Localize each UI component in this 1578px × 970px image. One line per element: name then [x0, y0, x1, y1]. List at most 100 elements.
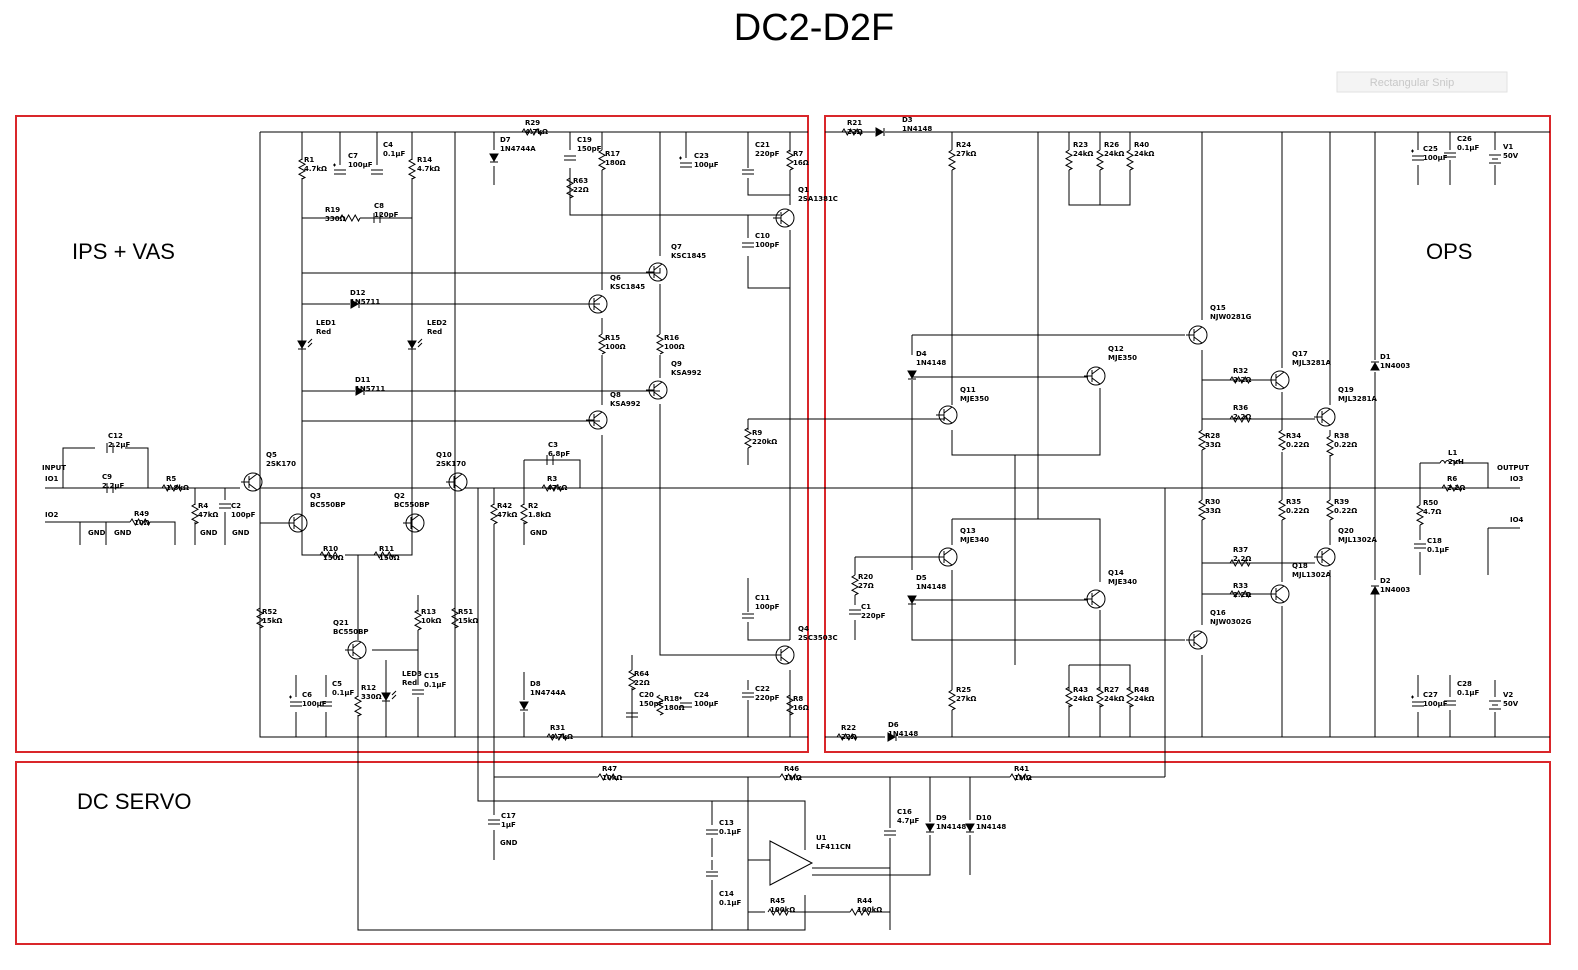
component-ref: C23 — [694, 152, 709, 160]
component-ref: R4 — [198, 502, 208, 510]
component-value: 100kΩ — [770, 906, 795, 914]
component-c11 — [742, 613, 754, 619]
component-ref: C9 — [102, 473, 112, 481]
component-r48 — [1125, 686, 1135, 708]
component-ref: C16 — [897, 808, 912, 816]
component-ref: D8 — [530, 680, 541, 688]
component-ref: C25 — [1423, 145, 1438, 153]
component-value: 2SA1381C — [798, 195, 838, 203]
component-ref: Q18 — [1292, 562, 1308, 570]
component-d5 — [907, 595, 917, 605]
component-q8 — [586, 410, 608, 430]
component-value: 10kΩ — [421, 617, 441, 625]
component-value: 1N4148 — [936, 823, 966, 831]
component-ref: R29 — [525, 119, 540, 127]
component-ref: R13 — [421, 608, 436, 616]
component-c22 — [742, 692, 754, 698]
component-value: 330Ω — [361, 693, 382, 701]
component-ref: D10 — [976, 814, 992, 822]
component-ref: R52 — [262, 608, 277, 616]
component-value: 24kΩ — [1134, 150, 1154, 158]
component-r10 — [319, 550, 341, 560]
component-ref: U1 — [816, 834, 827, 842]
component-ref: Q20 — [1338, 527, 1354, 535]
component-ref: R2 — [528, 502, 538, 510]
component-value: 0.22Ω — [1286, 507, 1309, 515]
component-ref: C3 — [548, 441, 558, 449]
component-d2 — [1370, 585, 1380, 595]
component-r2 — [519, 503, 529, 525]
component-c7 — [333, 163, 346, 175]
component-symbols — [106, 127, 1501, 917]
component-r29 — [521, 127, 543, 137]
component-c26 — [1444, 152, 1456, 158]
component-c5 — [320, 701, 332, 707]
component-ref: R42 — [497, 502, 512, 510]
component-ref: R3 — [547, 475, 557, 483]
component-ref: Q16 — [1210, 609, 1226, 617]
component-q5 — [241, 472, 263, 492]
component-value: MJE350 — [960, 395, 989, 403]
component-value: 1.8kΩ — [166, 484, 189, 492]
component-c14 — [706, 871, 718, 877]
component-ref: Q5 — [266, 451, 277, 459]
component-ref: D5 — [916, 574, 927, 582]
component-value: 1N4148 — [888, 730, 918, 738]
component-r31 — [546, 732, 568, 742]
component-ref: R63 — [573, 177, 588, 185]
component-v1 — [1489, 154, 1501, 164]
component-c28 — [1444, 700, 1456, 706]
component-ref: Q13 — [960, 527, 976, 535]
component-r50 — [1415, 504, 1425, 526]
component-ref: C18 — [1427, 537, 1442, 545]
component-value: Red — [402, 679, 417, 687]
component-ref: R6 — [1447, 475, 1457, 483]
component-c4 — [371, 169, 383, 175]
component-ref: R36 — [1233, 404, 1248, 412]
component-ref: R31 — [550, 724, 565, 732]
component-value: 100Ω — [664, 343, 685, 351]
component-value: MJL1302A — [1338, 536, 1378, 544]
component-value: 24kΩ — [1073, 150, 1093, 158]
component-v2 — [1489, 700, 1501, 710]
component-ref: R1 — [304, 156, 314, 164]
component-ref: C27 — [1423, 691, 1438, 699]
component-value: 100pF — [755, 603, 780, 611]
component-value: 1.8kΩ — [528, 511, 551, 519]
component-c23 — [679, 156, 692, 168]
component-ref: R49 — [134, 510, 149, 518]
component-r26 — [1095, 149, 1105, 171]
component-ref: R11 — [379, 545, 394, 553]
component-ref: R50 — [1423, 499, 1438, 507]
io-labels: INPUT IO1 IO2 OUTPUT IO3 IO4 GND GND GND… — [42, 464, 1529, 847]
component-c1 — [849, 609, 861, 615]
component-ref: R41 — [1014, 765, 1029, 773]
component-ref: Q17 — [1292, 350, 1308, 358]
component-r21 — [841, 127, 863, 137]
net-label-io4: IO4 — [1510, 516, 1524, 524]
component-ref: V2 — [1503, 691, 1513, 699]
component-ref: R64 — [634, 670, 649, 678]
component-value: 47kΩ — [547, 484, 567, 492]
component-q18 — [1268, 584, 1290, 604]
component-value: 100µF — [1423, 154, 1448, 162]
component-value: 1µF — [501, 821, 516, 829]
component-r24 — [947, 149, 957, 171]
rectangular-snip-hint[interactable]: Rectangular Snip — [1336, 71, 1508, 93]
component-ref: R7 — [793, 150, 803, 158]
section-label-ips-vas: IPS + VAS — [72, 239, 175, 264]
component-value: KSA992 — [671, 369, 702, 377]
component-value: 150pF — [577, 145, 602, 153]
component-ref: R25 — [956, 686, 971, 694]
component-value: 22Ω — [847, 128, 863, 136]
component-ref: C22 — [755, 685, 770, 693]
component-ref: R5 — [166, 475, 176, 483]
component-r43 — [1064, 686, 1074, 708]
component-ref: C21 — [755, 141, 770, 149]
net-label-io3: IO3 — [1510, 475, 1524, 483]
component-value: 47kΩ — [198, 511, 218, 519]
component-r22 — [836, 732, 858, 742]
net-label-input: INPUT — [42, 464, 66, 472]
component-q11 — [936, 405, 958, 425]
component-r8 — [785, 694, 795, 716]
